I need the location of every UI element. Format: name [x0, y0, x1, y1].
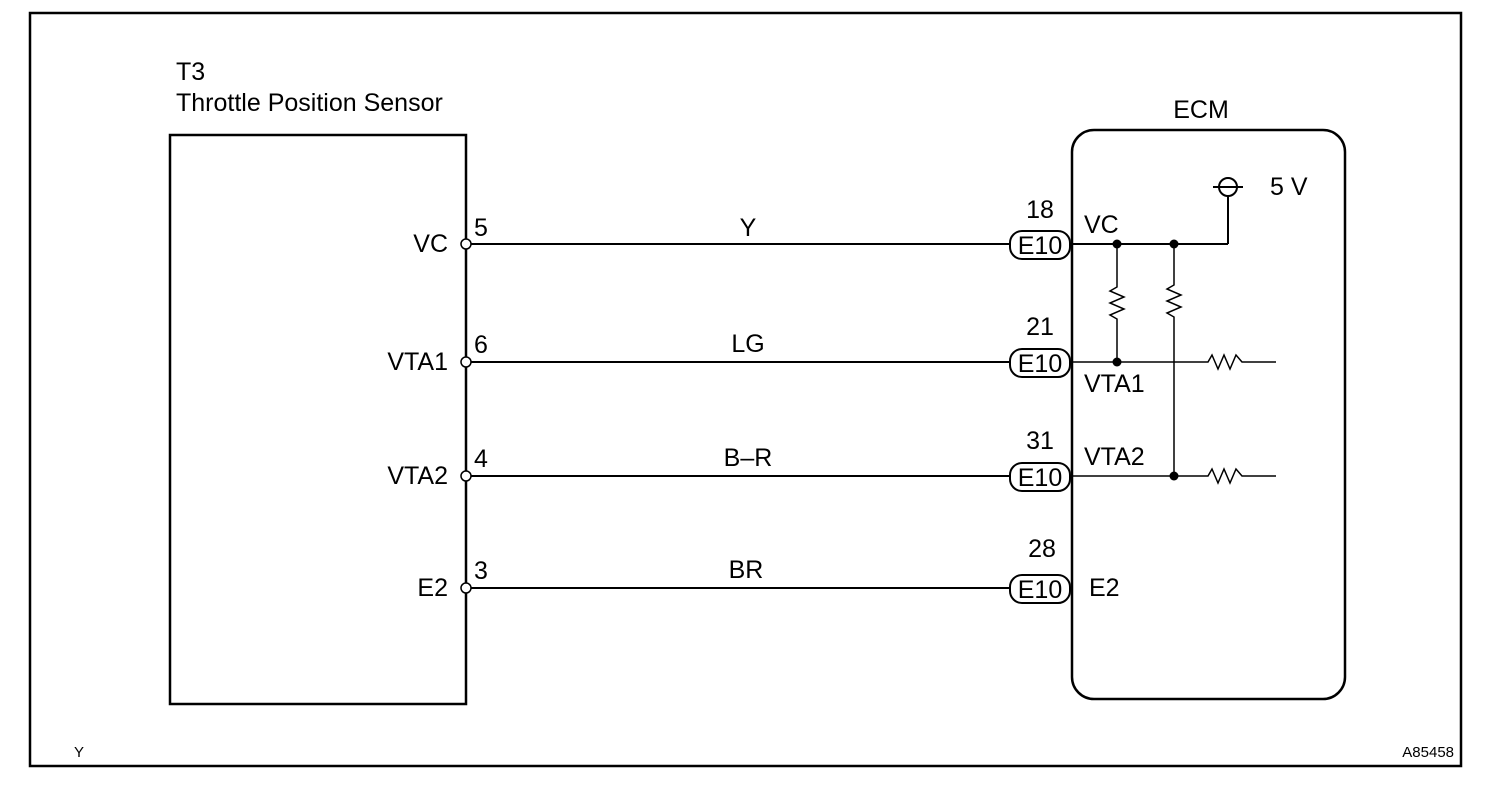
voltage-supply-symbol — [1174, 177, 1243, 245]
sensor-code: T3 — [176, 58, 205, 86]
circuit-e2: E2 3 BR 28 E10 E2 — [417, 535, 1120, 604]
connector-label: E10 — [1018, 464, 1062, 492]
connector-e10-vta1: E10 — [1009, 348, 1071, 378]
connector-e10-vc: E10 — [1009, 230, 1071, 260]
ecm-pin-vta2: 31 — [1026, 427, 1054, 455]
connector-e10-vta2: E10 — [1009, 462, 1071, 492]
sensor-pin-terminal — [460, 356, 472, 368]
wire-color-vta1: LG — [731, 330, 764, 358]
ecm-box — [1070, 128, 1347, 701]
sensor-box — [168, 133, 468, 706]
circuit-vta2: VTA2 4 B–R 31 E10 VTA2 — [387, 427, 1145, 492]
ecm-terminal-e2: E2 — [1089, 574, 1120, 602]
circuit-vta1: VTA1 6 LG 21 E10 VTA1 — [387, 313, 1144, 398]
diagram-frame — [28, 11, 1463, 768]
connector-label: E10 — [1018, 350, 1062, 378]
voltage-label: 5 V — [1270, 173, 1308, 201]
connector-label: E10 — [1018, 232, 1062, 260]
connector-e10-e2: E10 — [1009, 574, 1071, 604]
sensor-terminal-vta2: VTA2 — [387, 462, 448, 490]
figure-id: A85458 — [1402, 744, 1454, 761]
ecm-pin-vc: 18 — [1026, 196, 1054, 224]
ecm-pin-vta1: 21 — [1026, 313, 1054, 341]
sensor-pin-vta1: 6 — [474, 331, 488, 359]
sensor-name: Throttle Position Sensor — [176, 89, 443, 117]
ecm-terminal-vc: VC — [1084, 211, 1119, 239]
sensor-pin-terminal — [460, 582, 472, 594]
sensor-pin-vc: 5 — [474, 214, 488, 242]
ecm-title: ECM — [1173, 96, 1229, 124]
ecm-internal-circuit — [1070, 239, 1276, 485]
ecm-pin-e2: 28 — [1028, 535, 1056, 563]
sensor-pin-e2: 3 — [474, 557, 488, 585]
ecm-terminal-vta1: VTA1 — [1084, 370, 1145, 398]
pullup-resistor-vta1 — [1108, 244, 1126, 362]
sensor-terminal-vta1: VTA1 — [387, 348, 448, 376]
sensor-pin-vta2: 4 — [474, 445, 488, 473]
sensor-pin-terminal — [460, 470, 472, 482]
sensor-terminal-e2: E2 — [417, 574, 448, 602]
connector-label: E10 — [1018, 576, 1062, 604]
sensor-pin-terminal — [460, 238, 472, 250]
sensor-terminal-vc: VC — [413, 230, 448, 258]
pullup-resistor-vta2 — [1165, 244, 1183, 476]
wire-color-vc: Y — [740, 214, 757, 242]
wire-color-e2: BR — [729, 556, 764, 584]
footer-code: Y — [74, 744, 84, 761]
circuit-vc: VC 5 Y 18 E10 VC — [413, 196, 1119, 260]
ecm-terminal-vta2: VTA2 — [1084, 443, 1145, 471]
wire-color-vta2: B–R — [724, 444, 773, 472]
